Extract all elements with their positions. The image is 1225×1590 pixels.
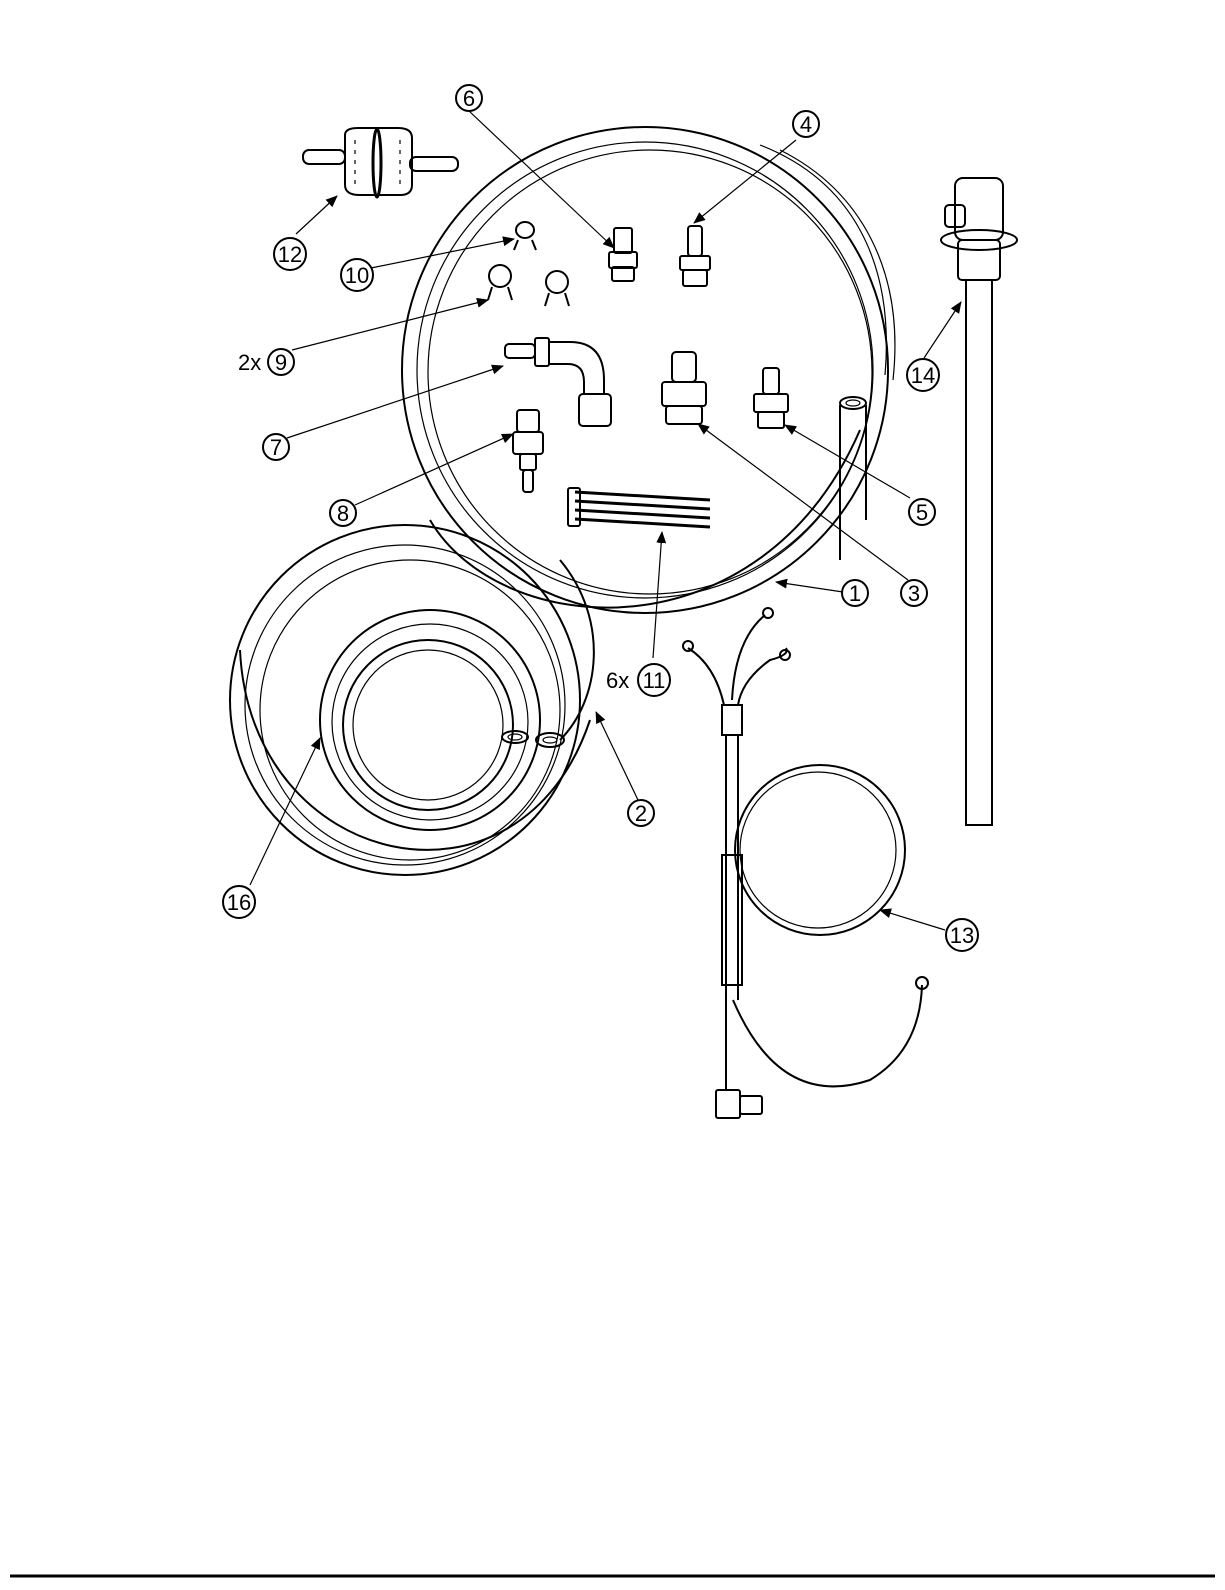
quick-connector bbox=[513, 410, 543, 492]
wiring-harness bbox=[683, 608, 928, 1118]
callout-4: 4 bbox=[793, 111, 819, 137]
callout-5: 5 bbox=[909, 499, 935, 525]
callout-8-label: 8 bbox=[337, 501, 349, 526]
callout-10-label: 10 bbox=[345, 263, 369, 288]
pickup-tube bbox=[941, 178, 1017, 825]
callout-1-label: 1 bbox=[849, 581, 861, 606]
fitting-3 bbox=[662, 352, 706, 424]
callout-14-label: 14 bbox=[911, 363, 935, 388]
callout-13: 13 bbox=[946, 919, 978, 951]
callout-12-label: 12 bbox=[278, 242, 302, 267]
elbow-connector bbox=[505, 338, 611, 426]
callout-9: 2x 9 bbox=[238, 349, 294, 375]
callout-11-label: 11 bbox=[643, 668, 666, 693]
callout-3-label: 3 bbox=[908, 581, 920, 606]
fitting-6 bbox=[609, 228, 637, 281]
callout-7: 7 bbox=[263, 434, 289, 460]
callout-9-label: 9 bbox=[275, 350, 287, 375]
callout-2: 2 bbox=[628, 800, 654, 826]
callout-6-label: 6 bbox=[463, 86, 475, 111]
callout-16: 16 bbox=[223, 886, 255, 918]
callout-8: 8 bbox=[330, 500, 356, 526]
callout-10: 10 bbox=[341, 259, 373, 291]
callout-1: 1 bbox=[842, 580, 868, 606]
callout-13-label: 13 bbox=[950, 923, 974, 948]
fitting-5 bbox=[754, 368, 788, 428]
callout-6: 6 bbox=[456, 85, 482, 111]
fitting-4 bbox=[680, 226, 710, 286]
hose-coil-lower bbox=[230, 525, 594, 875]
callout-16-label: 16 bbox=[227, 890, 251, 915]
fuel-filter bbox=[303, 128, 458, 197]
callout-14: 14 bbox=[907, 359, 939, 391]
callout-12: 12 bbox=[274, 238, 306, 270]
cable-ties bbox=[568, 488, 710, 527]
callout-2-label: 2 bbox=[635, 801, 647, 826]
callout-7-label: 7 bbox=[270, 435, 282, 460]
callout-3: 3 bbox=[901, 580, 927, 606]
callout-11-qty: 6x bbox=[606, 668, 629, 693]
callout-4-label: 4 bbox=[800, 112, 812, 137]
hose-clamp-a bbox=[488, 265, 512, 300]
callout-5-label: 5 bbox=[916, 500, 928, 525]
hose-clamp-small bbox=[514, 222, 536, 250]
callout-9-qty: 2x bbox=[238, 350, 261, 375]
callout-11: 6x 11 bbox=[606, 664, 670, 696]
hose-coil-inner bbox=[320, 610, 540, 830]
hose-clamp-b bbox=[545, 271, 569, 306]
